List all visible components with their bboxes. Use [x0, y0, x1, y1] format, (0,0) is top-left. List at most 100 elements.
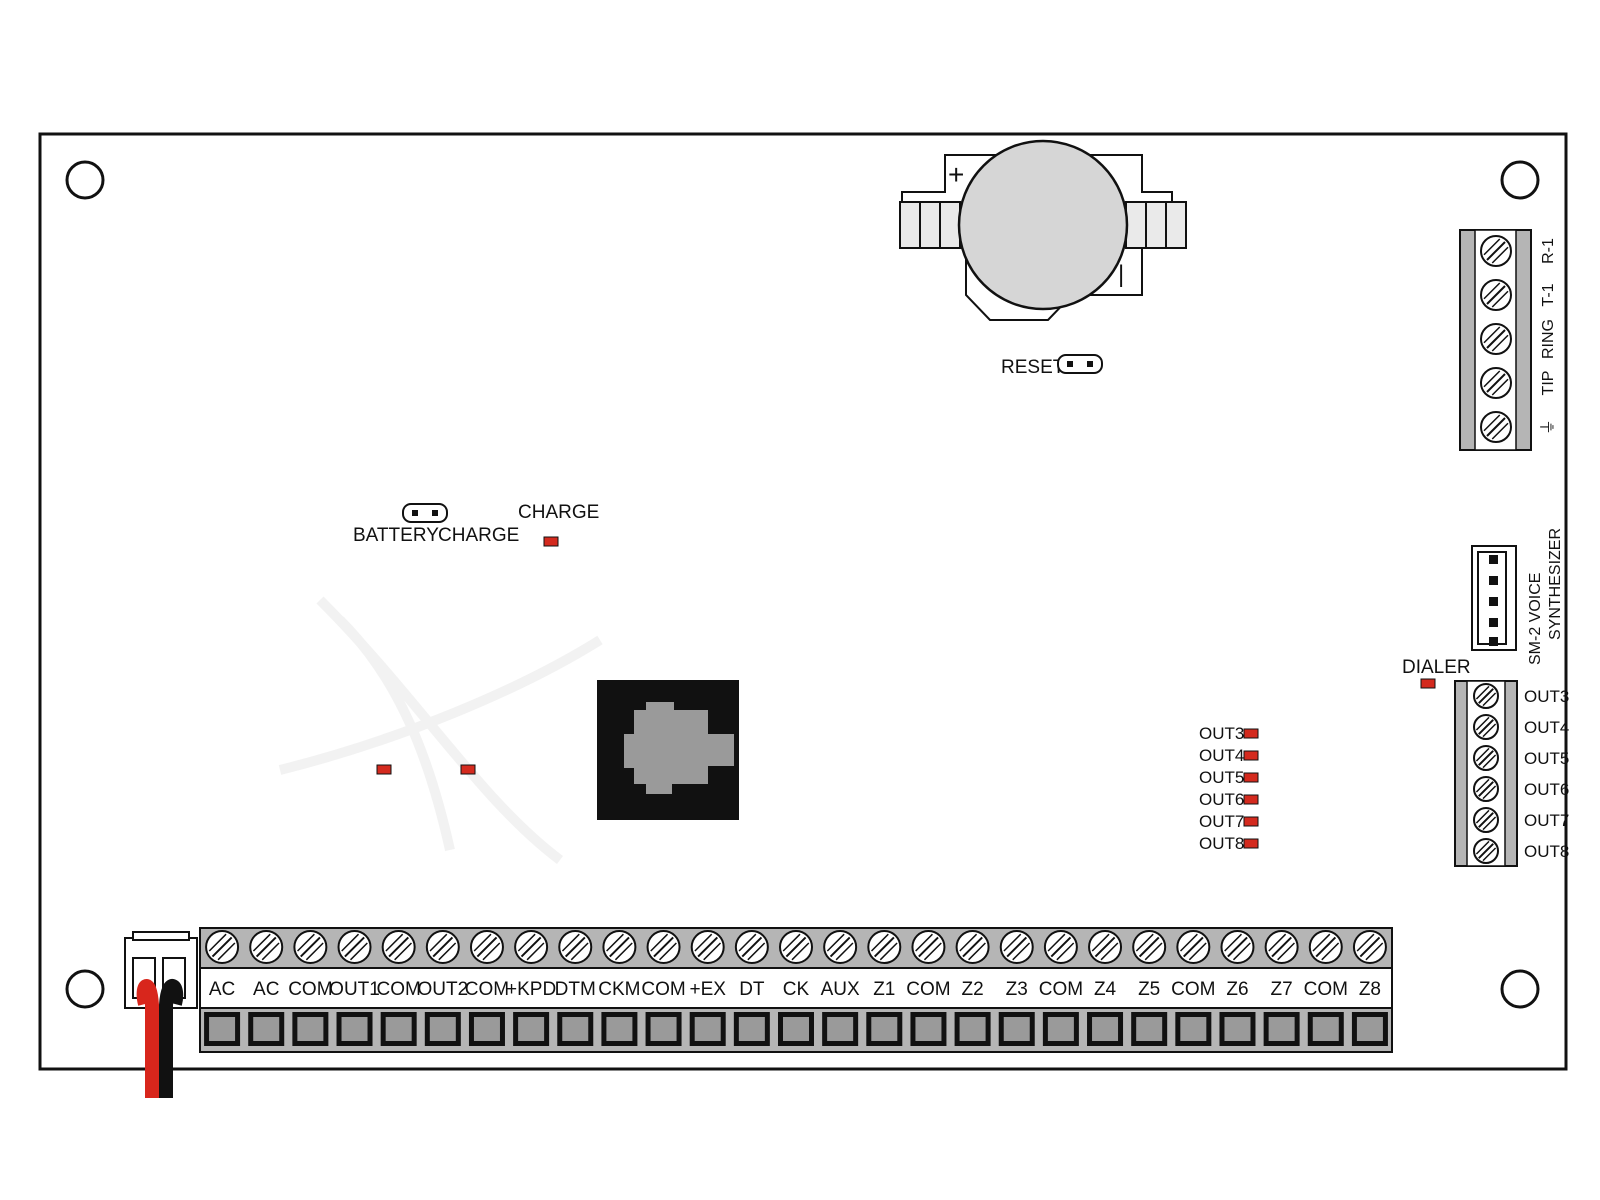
out-terminal-screw[interactable] — [1473, 776, 1499, 802]
main-terminal-socket[interactable] — [1263, 1012, 1300, 1046]
phone-terminal-screw[interactable] — [1480, 323, 1512, 355]
main-terminal-label: DT — [739, 979, 765, 1000]
main-terminal-socket[interactable] — [778, 1012, 814, 1046]
main-terminal-socket[interactable] — [1351, 1012, 1388, 1046]
main-terminal-socket[interactable] — [468, 1012, 505, 1046]
main-terminal-socket[interactable] — [513, 1012, 550, 1046]
main-terminal-socket[interactable] — [557, 1012, 594, 1046]
main-terminal-socket[interactable] — [1131, 1012, 1168, 1046]
main-terminal-screw[interactable] — [293, 930, 328, 964]
main-terminal-socket[interactable] — [292, 1012, 329, 1046]
main-terminal-screw[interactable] — [205, 930, 240, 964]
out-led-label: OUT4 — [1199, 746, 1244, 765]
out-terminal-screw[interactable] — [1473, 714, 1499, 740]
main-terminal-screw[interactable] — [249, 930, 284, 964]
main-terminal-label: Z6 — [1226, 979, 1248, 1000]
main-terminal-socket[interactable] — [998, 1012, 1035, 1046]
main-terminal-screw[interactable] — [999, 930, 1034, 964]
main-terminal-socket[interactable] — [733, 1012, 770, 1046]
main-terminal-screw[interactable] — [646, 930, 681, 964]
main-terminal-label: Z3 — [1006, 979, 1028, 1000]
voice-connector-label-line2: SYNTHESIZER — [1547, 528, 1564, 640]
jumper-charge-label: CHARGE — [438, 525, 519, 546]
main-terminal-screw[interactable] — [1176, 930, 1211, 964]
main-terminal-socket[interactable] — [1087, 1012, 1124, 1046]
voice-synthesizer-connector[interactable] — [1471, 545, 1517, 651]
main-terminal-screw[interactable] — [690, 930, 725, 964]
main-terminal-socket[interactable] — [1307, 1012, 1344, 1046]
main-terminal-label: AC — [209, 979, 235, 1000]
reset-jumper[interactable] — [1057, 354, 1103, 374]
out-terminal-label: OUT7 — [1524, 811, 1569, 830]
out-terminal-screw[interactable] — [1473, 745, 1499, 771]
main-terminal-screw[interactable] — [867, 930, 902, 964]
phone-terminal-screw[interactable] — [1480, 411, 1512, 443]
mounting-hole-top-left — [65, 160, 105, 200]
main-terminal-socket[interactable] — [866, 1012, 903, 1046]
main-terminal-label: COM — [906, 979, 950, 1000]
main-terminal-screw[interactable] — [1308, 930, 1343, 964]
main-terminal-screw[interactable] — [779, 930, 813, 964]
main-terminal-screw[interactable] — [1264, 930, 1299, 964]
main-terminal-screw[interactable] — [1220, 930, 1255, 964]
phone-terminal-label: ⏚ — [1539, 419, 1557, 435]
main-terminal-screw[interactable] — [425, 930, 460, 964]
out-terminal-label: OUT6 — [1524, 780, 1569, 799]
main-terminal-socket[interactable] — [1042, 1012, 1079, 1046]
main-terminal-socket[interactable] — [204, 1012, 241, 1046]
main-terminal-screw[interactable] — [734, 930, 769, 964]
main-terminal-label: Z8 — [1359, 979, 1381, 1000]
out-led-7: OUT7 — [1199, 812, 1259, 831]
main-terminal-screw[interactable] — [911, 930, 946, 964]
main-terminal-socket[interactable] — [1175, 1012, 1212, 1046]
main-terminal-socket[interactable] — [601, 1012, 638, 1046]
main-terminal-screw[interactable] — [558, 930, 593, 964]
main-terminal-socket[interactable] — [910, 1012, 947, 1046]
out-terminal-label: OUT8 — [1524, 842, 1569, 861]
out-terminal-screw[interactable] — [1473, 683, 1499, 709]
battery-minus-label: | — [1118, 261, 1124, 288]
out-led-indicator — [1243, 794, 1259, 805]
wire-red — [136, 979, 159, 1098]
main-terminal-screw[interactable] — [381, 930, 416, 964]
main-terminal-socket[interactable] — [424, 1012, 461, 1046]
main-terminal-screw[interactable] — [1132, 930, 1167, 964]
voice-connector-label-line1: SM-2 VOICE — [1527, 573, 1544, 665]
main-terminal-screw[interactable] — [1043, 930, 1078, 964]
main-terminal-socket[interactable] — [822, 1012, 859, 1046]
dialer-led-label: DIALER — [1402, 657, 1471, 678]
main-terminal-label: COM — [1039, 979, 1083, 1000]
battery-charge-jumper[interactable] — [402, 503, 448, 523]
main-terminal-label: Z2 — [961, 979, 983, 1000]
main-terminal-screw[interactable] — [955, 930, 990, 964]
wire-black — [159, 978, 184, 1098]
main-terminal-screw[interactable] — [337, 930, 372, 964]
main-terminal-label: COM — [377, 979, 421, 1000]
out-terminal-screw[interactable] — [1473, 838, 1499, 864]
phone-terminal-screw[interactable] — [1480, 367, 1512, 399]
main-terminal-screw[interactable] — [823, 930, 858, 964]
main-terminal-label: Z7 — [1271, 979, 1293, 1000]
out-led-label: OUT6 — [1199, 790, 1244, 809]
out-terminal-label: OUT3 — [1524, 687, 1569, 706]
main-terminal-socket[interactable] — [689, 1012, 726, 1046]
battery-plus-label: + — [948, 159, 964, 190]
out-terminal-inner — [1466, 680, 1506, 867]
main-terminal-screw[interactable] — [514, 930, 549, 964]
mounting-hole-bottom-right — [1500, 969, 1540, 1009]
battery-lead-connector — [124, 931, 198, 1098]
main-terminal-screw[interactable] — [602, 930, 637, 964]
main-terminal-socket[interactable] — [248, 1012, 285, 1046]
main-terminal-screw[interactable] — [1352, 930, 1387, 964]
main-terminal-socket[interactable] — [1219, 1012, 1256, 1046]
out-terminal-screw[interactable] — [1473, 807, 1499, 833]
rj-connector — [597, 680, 739, 820]
main-terminal-screw[interactable] — [1088, 930, 1123, 964]
main-terminal-socket[interactable] — [954, 1012, 991, 1046]
phone-terminal-screw[interactable] — [1480, 235, 1512, 267]
main-terminal-socket[interactable] — [645, 1012, 682, 1046]
main-terminal-socket[interactable] — [380, 1012, 417, 1046]
main-terminal-screw[interactable] — [469, 930, 504, 964]
main-terminal-socket[interactable] — [336, 1012, 373, 1046]
phone-terminal-screw[interactable] — [1480, 279, 1512, 311]
